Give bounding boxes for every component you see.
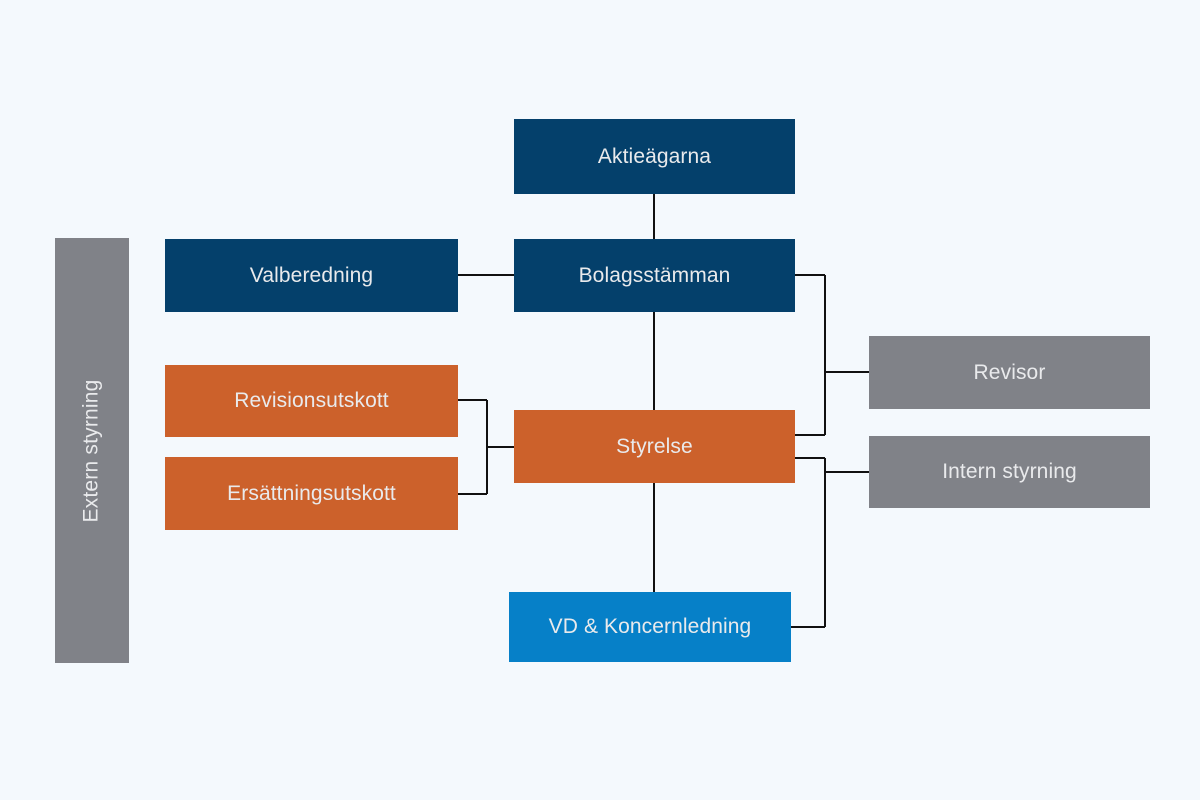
node-vd-koncernledning[interactable]: VD & Koncernledning bbox=[509, 592, 791, 662]
node-intern-styrning-label: Intern styrning bbox=[942, 460, 1077, 484]
node-revisionsutskott-label: Revisionsutskott bbox=[234, 389, 389, 413]
node-styrelse-label: Styrelse bbox=[616, 434, 693, 458]
node-revisor-label: Revisor bbox=[973, 360, 1046, 384]
node-ersattningsutskott[interactable]: Ersättningsutskott bbox=[165, 457, 458, 530]
node-vd-koncernledning-label: VD & Koncernledning bbox=[548, 615, 752, 639]
node-intern-styrning[interactable]: Intern styrning bbox=[869, 436, 1150, 508]
node-styrelse[interactable]: Styrelse bbox=[514, 410, 795, 483]
node-bolagsstamman-label: Bolagsstämman bbox=[578, 263, 731, 287]
extern-styrning-band-label: Extern styrning bbox=[80, 378, 103, 523]
node-revisionsutskott[interactable]: Revisionsutskott bbox=[165, 365, 458, 437]
node-bolagsstamman[interactable]: Bolagsstämman bbox=[514, 239, 795, 312]
node-revisor[interactable]: Revisor bbox=[869, 336, 1150, 409]
node-aktieagarna-label: Aktieägarna bbox=[597, 144, 712, 168]
extern-styrning-band: Extern styrning bbox=[55, 238, 129, 663]
node-ersattningsutskott-label: Ersättningsutskott bbox=[227, 481, 396, 505]
node-valberedning[interactable]: Valberedning bbox=[165, 239, 458, 312]
node-valberedning-label: Valberedning bbox=[249, 263, 374, 287]
node-aktieagarna[interactable]: Aktieägarna bbox=[514, 119, 795, 194]
